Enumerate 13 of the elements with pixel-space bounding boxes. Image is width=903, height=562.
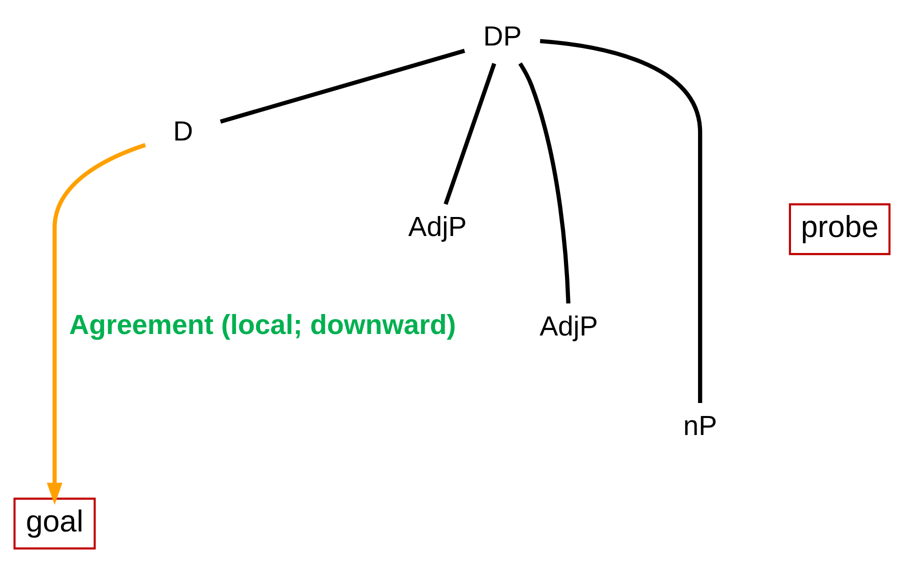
node-text: nP: [682, 410, 717, 442]
node-text: DP: [482, 20, 522, 52]
node-text: AdjP: [408, 211, 466, 242]
node-text: D: [172, 116, 193, 147]
connector: [219, 48, 465, 124]
node-box: probe: [788, 203, 890, 256]
connector: [443, 62, 496, 205]
arrow: [46, 143, 146, 505]
node-text: AdjP: [539, 310, 598, 342]
edge-label: Agreement (local; downward): [68, 309, 456, 340]
node-box: goal: [13, 498, 96, 550]
connector: [518, 62, 570, 304]
connector: [539, 39, 702, 403]
